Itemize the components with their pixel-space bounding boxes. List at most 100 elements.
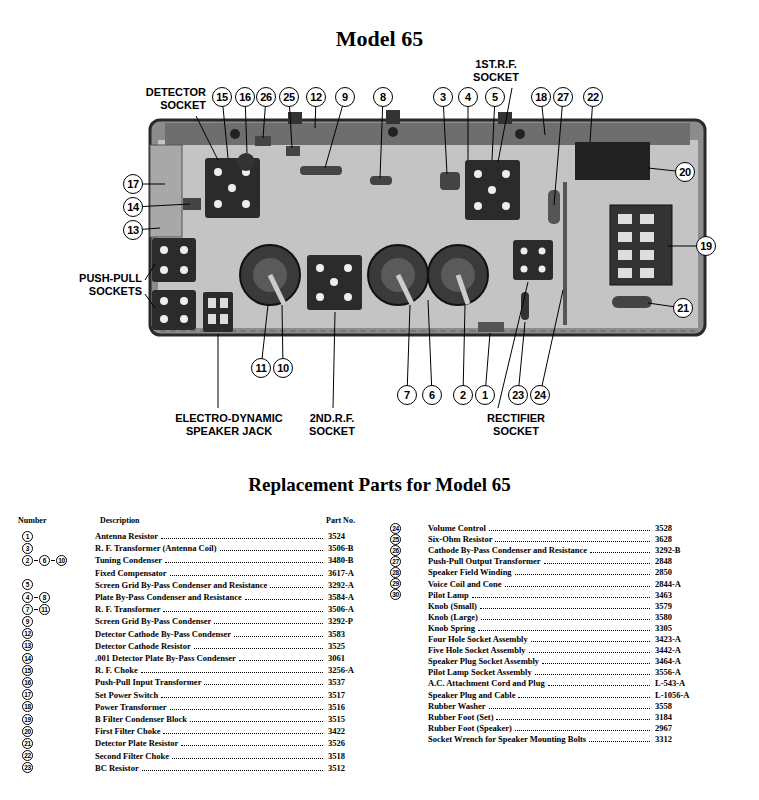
column-header: Number: [18, 516, 78, 526]
callout-number: 10: [58, 557, 65, 564]
tube-socket: [316, 264, 324, 272]
part-number: 3580: [655, 612, 672, 622]
tuning-condenser: [368, 245, 428, 305]
part-description: Pilot Lamp Socket Assembly: [428, 667, 532, 677]
dot-leader: [505, 586, 650, 587]
part-number: 3422: [328, 726, 345, 736]
part-description: Speaker Plug Socket Assembly: [428, 656, 539, 666]
callout-number: 4: [26, 594, 29, 601]
part-description: Screen Grid By-Pass Condenser: [95, 616, 211, 626]
callout-circle: 26: [256, 87, 276, 107]
tube-socket: [180, 246, 188, 254]
part-description: R. F. Transformer (Antenna Coil): [95, 543, 217, 553]
dot-leader: [141, 672, 323, 673]
part-number: 3584-A: [328, 592, 354, 602]
power-parts: [640, 268, 654, 278]
leader-line: [554, 97, 563, 205]
tube-socket: [474, 202, 482, 210]
dot-leader: [204, 684, 323, 685]
part-number: 3480-B: [328, 555, 354, 565]
callout-number: 5: [26, 581, 29, 588]
number-circle: 14: [22, 653, 33, 664]
part-number: 3525: [328, 641, 345, 651]
callout-number: 25: [283, 92, 295, 103]
power-parts: [610, 205, 672, 285]
tube-socket: [502, 202, 510, 210]
number-circle: 30: [390, 589, 401, 600]
part-description: Push-Pull Input Transformer: [95, 677, 201, 687]
part-description: Knob (Small): [428, 601, 477, 611]
part-description: Antenna Resistor: [95, 531, 158, 541]
callout-circle: 24: [530, 385, 550, 405]
part-description: Speaker Plug and Cable: [428, 690, 515, 700]
tube-socket: [344, 264, 352, 272]
dot-leader: [142, 770, 323, 771]
leader-line: [518, 322, 525, 395]
callout-number: 17: [24, 691, 31, 698]
dot-leader: [529, 652, 650, 653]
part-number: 3628: [655, 534, 672, 544]
tube-socket: [160, 297, 168, 305]
power-parts: [640, 250, 654, 260]
number-circle: 8: [39, 592, 50, 603]
part-number: L-1056-A: [655, 690, 689, 700]
callout-circle: 15: [212, 87, 232, 107]
callout-number: 30: [392, 591, 399, 598]
callout-number: 25: [392, 536, 399, 543]
dot-leader: [170, 575, 323, 576]
number-dash: [51, 560, 55, 561]
callout-number: 18: [535, 92, 547, 103]
callout-number: 9: [342, 92, 348, 103]
leader-line: [380, 97, 383, 178]
tuning-condenser: [458, 275, 468, 304]
tube-socket: [180, 266, 188, 274]
callout-circle: 9: [335, 87, 355, 107]
dot-leader: [531, 641, 650, 642]
tube-socket: [214, 200, 222, 208]
callout-circle: 5: [485, 87, 505, 107]
dot-leader: [181, 745, 323, 746]
callout-number: 21: [24, 740, 31, 747]
column-header: Part No.: [326, 516, 370, 526]
callout-circle: 10: [273, 358, 293, 378]
dot-leader: [542, 663, 650, 664]
callout-circle: 25: [279, 87, 299, 107]
callout-number: 20: [679, 167, 691, 178]
part-description: Plate By-Pass Condenser and Resistance: [95, 592, 242, 602]
part-number: 3516: [328, 702, 345, 712]
callout-number: 3: [440, 92, 446, 103]
speaker-jack: [220, 314, 228, 324]
number-circle: 22: [22, 750, 33, 761]
small-component: [300, 166, 342, 175]
leader-line: [333, 312, 335, 408]
small-component: [183, 136, 560, 224]
chassis-frame: [150, 110, 705, 335]
number-circle: 9: [22, 616, 33, 627]
callout-circle: 6: [422, 385, 442, 405]
speaker-jack: [203, 292, 233, 332]
part-description: Screen Grid By-Pass Condenser and Resist…: [95, 580, 267, 590]
callout-number: 2: [460, 390, 466, 401]
power-parts: [575, 142, 650, 180]
leader-line: [540, 290, 563, 395]
dot-leader: [165, 562, 323, 563]
column-header: Description: [100, 516, 190, 526]
tube-socket: [539, 248, 546, 255]
dot-leader: [270, 587, 323, 588]
dot-leader: [478, 630, 650, 631]
part-number: 3292-B: [655, 545, 681, 555]
chassis-frame: [515, 129, 525, 139]
callout-circle: 11: [251, 358, 271, 378]
part-description: Rubber Foot (Set): [428, 712, 493, 722]
callout-number: 14: [127, 202, 139, 213]
part-description: Power Transformer: [95, 702, 167, 712]
dot-leader: [161, 697, 323, 698]
number-circle: 20: [22, 726, 33, 737]
callout-number: 26: [260, 92, 272, 103]
tube-socket: [474, 170, 482, 178]
part-description: Cathode By-Pass Condenser and Resistance: [428, 545, 587, 555]
small-component: [286, 146, 300, 156]
small-component: [370, 176, 392, 185]
tube-socket: [307, 255, 362, 310]
dot-leader: [234, 636, 323, 637]
